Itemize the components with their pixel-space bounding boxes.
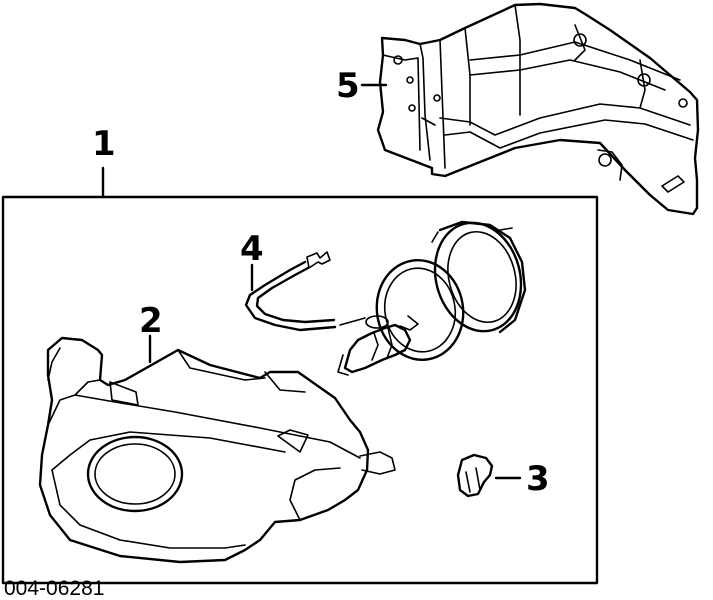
callout-3: 3	[526, 459, 550, 499]
lamp-cover-reflector	[431, 220, 527, 334]
mounting-bracket	[376, 2, 700, 216]
grommet	[456, 453, 494, 498]
assembly-outline-box	[1, 195, 599, 585]
callout-1: 1	[92, 124, 116, 164]
callout-2: 2	[139, 301, 163, 341]
part-number: 004-06281	[4, 577, 104, 600]
callout-5: 5	[336, 66, 360, 106]
fog-lamp-housing	[38, 336, 396, 564]
callout-4: 4	[240, 229, 264, 269]
bulb-socket-wire	[244, 251, 389, 332]
bulb-and-ring	[337, 258, 465, 376]
leader-lines	[101, 83, 522, 480]
